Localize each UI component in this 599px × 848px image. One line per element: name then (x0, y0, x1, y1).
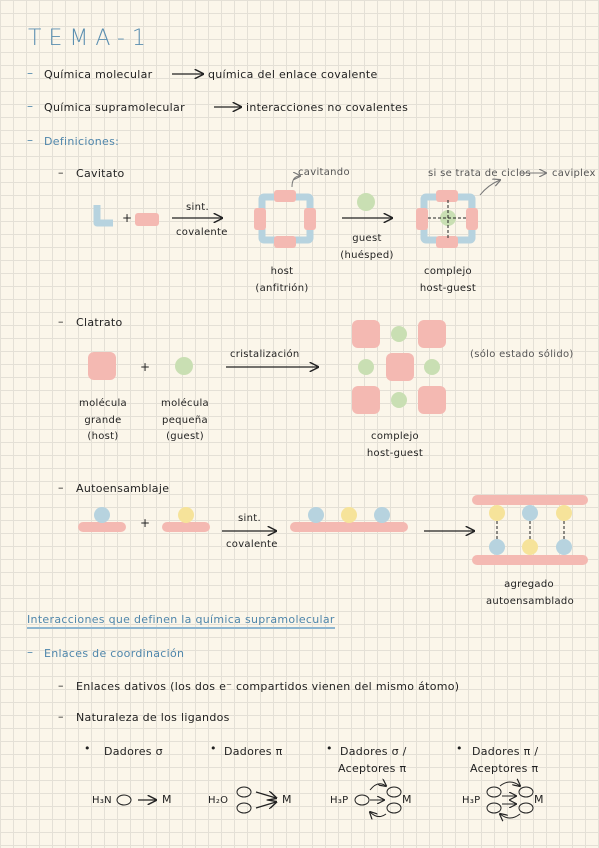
cavitato-heading: Cavitato (76, 167, 125, 180)
sigma-donor-pi-acceptor-diagram (354, 784, 402, 817)
self-assembled-aggregate (472, 495, 588, 565)
donor-sigma-acceptor-b: Aceptores π (338, 762, 407, 775)
cavitando-label: cavitando (298, 167, 350, 178)
sub-dash: – (58, 481, 64, 494)
dot: • (326, 742, 333, 755)
donor-sigma-acceptor-a: Dadores σ / (340, 745, 407, 758)
formula-m2: M (282, 793, 292, 806)
clatrato-heading: Clatrato (76, 316, 123, 329)
host-guest-label: host-guest (419, 283, 477, 294)
auto-sint-label: sint. (238, 513, 261, 524)
dot: • (84, 742, 91, 755)
host-label: host (270, 266, 294, 277)
formula-h3p-1: H₃P (330, 795, 349, 806)
enlaces-heading: Enlaces de coordinación (44, 647, 185, 660)
svg-text:+: + (122, 211, 132, 225)
linear-chain (290, 507, 408, 532)
donor-sigma: Dadores σ (104, 745, 163, 758)
dot: • (456, 742, 463, 755)
bullet-molecular: Química molecular (44, 68, 153, 81)
svg-text:+: + (140, 360, 150, 374)
bullet-molecular-def: química del enlace covalente (208, 68, 378, 81)
host-paren-label: (anfitrión) (255, 283, 309, 294)
bullet-dash: – (27, 66, 33, 80)
clatrato-complejo: complejo (371, 431, 419, 442)
formula-h3p-2: H₃P (462, 795, 481, 806)
covalente-label: covalente (176, 227, 228, 238)
cyclic-note: si se trata de ciclos (428, 168, 531, 179)
mol-grande-2: grande (84, 415, 122, 426)
autoensamblado-label: autoensamblado (486, 596, 574, 607)
small-molecule (175, 357, 193, 375)
solid-state-note: (sólo estado sólido) (470, 349, 574, 360)
formula-m1: M (162, 793, 172, 806)
host-guest-complex (416, 190, 478, 248)
auto-covalente-label: covalente (226, 539, 278, 550)
large-molecule (88, 352, 116, 380)
sub-dash: – (58, 315, 64, 328)
definiciones-heading: Definiciones: (44, 135, 120, 148)
mol-grande-3: (host) (87, 431, 119, 442)
mol-peq-3: (guest) (166, 431, 204, 442)
naturaleza-text: Naturaleza de los ligandos (76, 711, 230, 724)
formula-h2o: H₂O (208, 795, 229, 806)
complejo-label: complejo (424, 266, 472, 277)
caviplex-label: caviplex (552, 168, 596, 179)
guest-molecule (357, 193, 375, 211)
mol-peq-1: molécula (161, 398, 209, 409)
cavitand-fragment (93, 205, 113, 227)
cristalizacion-label: cristalización (230, 349, 300, 360)
donor-pi-acceptor-b: Aceptores π (470, 762, 539, 775)
bullet-supramolecular-def: interacciones no covalentes (246, 101, 409, 114)
clathrate-lattice (352, 320, 446, 414)
dot: • (210, 742, 217, 755)
bullet-dash: – (27, 133, 33, 147)
host-molecule (254, 190, 316, 248)
donor-pi: Dadores π (224, 745, 283, 758)
sub-dash: – (58, 679, 64, 692)
agregado-label: agregado (504, 579, 554, 590)
sint-label: sint. (186, 202, 209, 213)
autoensamblaje-heading: Autoensamblaje (76, 482, 170, 495)
formula-m3: M (402, 793, 412, 806)
pink-fragment (135, 213, 159, 226)
sub-dash: – (58, 166, 64, 179)
formula-m4: M (534, 793, 544, 806)
donor-pi-acceptor-a: Dadores π / (472, 745, 539, 758)
bullet-supramolecular: Química supramolecular (44, 101, 185, 114)
sub-dash: – (58, 710, 64, 723)
sigma-donor-diagram (116, 794, 156, 806)
guest-paren-label: (huésped) (340, 250, 394, 261)
pi-donor-pi-acceptor-diagram (486, 782, 534, 818)
pi-donor-diagram (236, 786, 276, 814)
page-title: TEMA-1 (28, 26, 153, 51)
mol-grande-1: molécula (79, 398, 127, 409)
clatrato-host-guest: host-guest (366, 448, 424, 459)
formula-h3n: H₃N (92, 795, 112, 806)
dativos-text: Enlaces dativos (los dos e⁻ compartidos … (76, 680, 460, 693)
guest-label: guest (352, 233, 382, 244)
mol-peq-2: pequeña (162, 415, 208, 426)
bullet-dash: – (27, 99, 33, 113)
section2-heading: Interacciones que definen la química sup… (27, 613, 335, 629)
svg-text:+: + (140, 516, 150, 530)
bullet-dash: – (27, 645, 33, 659)
